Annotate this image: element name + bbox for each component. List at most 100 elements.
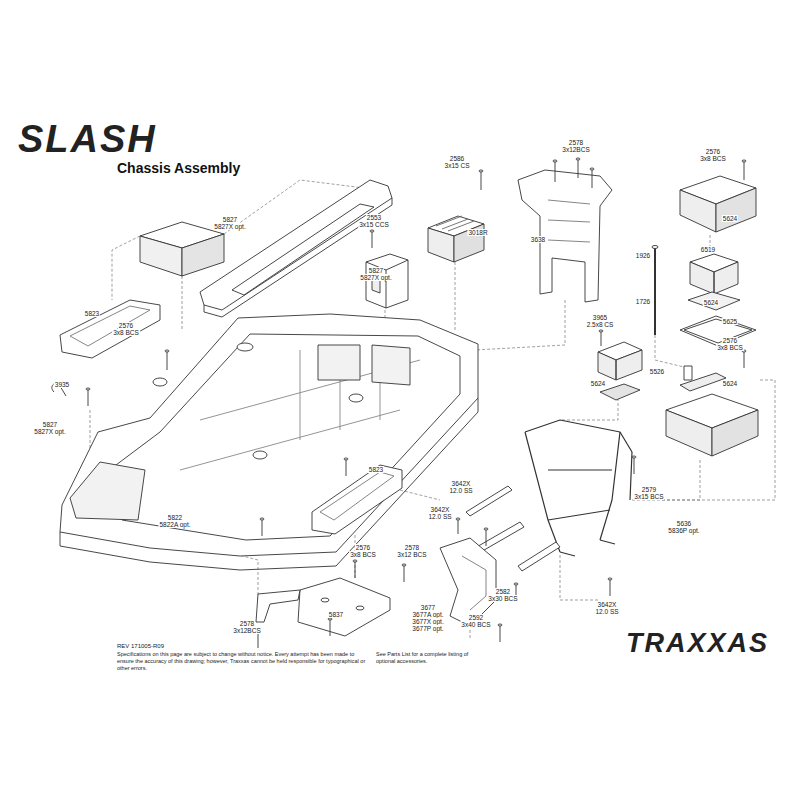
roll-cage (548, 470, 612, 520)
body-mount (548, 200, 590, 242)
part-callout: 5624 (722, 380, 738, 387)
part-callout: 3018R (467, 229, 488, 236)
roll-cage (525, 420, 632, 452)
page-title: Chassis Assembly (117, 160, 240, 176)
skid-plate (356, 606, 364, 610)
screw (632, 456, 636, 458)
part-callout: 5827 (368, 267, 384, 274)
part-callout: 5526 (649, 368, 665, 375)
screw (599, 330, 603, 332)
screw (353, 560, 357, 562)
screw (590, 168, 594, 170)
part-callout: 5827 (42, 421, 58, 428)
footnote: Specifications on this page are subject … (117, 651, 367, 672)
screw (260, 518, 264, 520)
screw (402, 564, 406, 566)
leader-line (660, 380, 775, 500)
screw (88, 160, 744, 648)
screw (576, 158, 580, 160)
part-callout: 3677A opt. (411, 611, 444, 618)
part-callout: 5837 (328, 611, 344, 618)
chassis-tray (70, 462, 145, 520)
battery (182, 234, 224, 276)
screw (344, 458, 348, 460)
screw (484, 528, 488, 530)
roll-cage (560, 540, 615, 556)
part-callout: 5822A opt. (158, 521, 191, 528)
screw (498, 624, 502, 626)
part-callout: 3677 (420, 604, 436, 611)
receiver-box (690, 262, 738, 294)
receiver-box (666, 410, 712, 456)
battery (140, 222, 224, 276)
part-callout: 2579 (641, 486, 657, 493)
part-callout: 3x40 BCS (460, 621, 491, 628)
battery-post (366, 260, 408, 308)
part-callout: 3x8 BCS (699, 155, 727, 162)
part-callout: 3642X (430, 506, 451, 513)
receiver-box (666, 176, 758, 456)
part-callout: 5822 (167, 514, 183, 521)
skid-plate (321, 598, 329, 602)
chassis-tray (153, 378, 167, 386)
battery-post (366, 254, 408, 308)
leader-line (182, 276, 183, 330)
brand-logo: SLASH (18, 118, 157, 161)
part-callout: 1726 (635, 298, 651, 305)
screw (742, 160, 746, 162)
roll-cage (525, 420, 632, 556)
servo-mount (598, 350, 642, 380)
part-callout: 3677P opt. (411, 625, 444, 632)
part-callout: 2576 (118, 322, 134, 329)
part-callout: 2578 (568, 139, 584, 146)
part-callout: 3x12 BCS (396, 551, 427, 558)
screw (52, 158, 746, 648)
footnote: See Parts List for a complete listing of… (376, 651, 484, 665)
screw (456, 518, 460, 520)
part-callout: 3x15 CS (444, 162, 471, 169)
part-callout: 3935 (54, 381, 70, 388)
body-mount (518, 170, 612, 302)
side-bumper (312, 465, 402, 534)
part-callout: 5624 (703, 299, 719, 306)
screw (553, 160, 557, 162)
esc (428, 216, 484, 262)
side-bumper (60, 300, 402, 534)
part-callout: 2578 (404, 544, 420, 551)
servo-mount (654, 248, 656, 335)
part-callout: 5827X opt. (359, 274, 392, 281)
leader-line (400, 490, 440, 500)
receiver-box (712, 410, 758, 456)
part-callout: 3638 (530, 236, 546, 243)
part-callout: 12.0 SS (448, 487, 473, 494)
part-callout: 2582 (495, 588, 511, 595)
battery-hold-down (200, 180, 392, 310)
part-callout: 3x12BCS (561, 146, 590, 153)
roll-cage (525, 432, 632, 552)
part-callout: 5625 (722, 318, 738, 325)
brand-logo: TRAXXAS (626, 628, 769, 659)
part-callout: 5836P opt. (667, 527, 700, 534)
leader-line (560, 555, 600, 600)
part-callout: 2.5x8 CS (586, 321, 615, 328)
part-callout: 5624 (590, 380, 606, 387)
part-callout: 3x15 CCS (358, 221, 390, 228)
part-callout: 2576 (355, 544, 371, 551)
battery-hold-down (204, 198, 392, 317)
part-callout: 3x30 BCS (487, 595, 518, 602)
part-callout: 5827X opt. (33, 428, 66, 435)
chassis-tray (60, 398, 478, 570)
part-callout: 2592 (468, 614, 484, 621)
part-callout: 3x12BCS (232, 627, 261, 634)
part-callout: 5823 (368, 466, 384, 473)
part-callout: 3642X (451, 480, 472, 487)
esc (428, 228, 454, 262)
body-mount (518, 170, 612, 302)
part-callout: 5636 (676, 520, 692, 527)
servo-mount (652, 246, 658, 249)
part-callout: 5827 (222, 216, 238, 223)
part-callout: 12.0 SS (594, 608, 619, 615)
screw (479, 170, 483, 172)
leader-line (475, 300, 565, 350)
chassis-tray (253, 451, 267, 459)
